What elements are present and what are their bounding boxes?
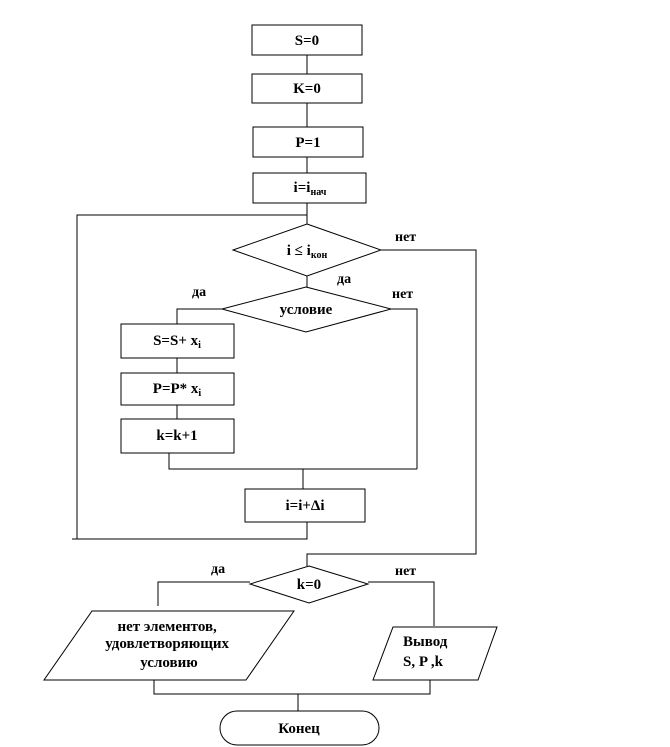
k-condition-label: k=0	[297, 577, 321, 593]
condition-diamond	[220, 286, 393, 333]
p-init-label: P=1	[295, 135, 320, 151]
count-step-label: k=k+1	[156, 428, 197, 444]
no-elements-label: нет элементов, удовлетворяющих условию	[105, 619, 233, 671]
k-init-label: K=0	[293, 81, 321, 97]
cond-yes-line	[176, 308, 222, 324]
i-step-label: i=i+Δi	[285, 498, 324, 514]
end-label: Конец	[278, 721, 320, 737]
prod-step-block	[120, 372, 235, 406]
s-init-label: S=0	[295, 33, 319, 49]
count-step-block	[120, 418, 235, 454]
output-block	[372, 626, 498, 681]
output-line-1: Вывод	[403, 634, 448, 650]
i-step-block	[244, 488, 366, 523]
loop-condition-sub: кон	[311, 250, 328, 261]
no-elements-line-3: условию	[140, 655, 197, 671]
cond-no-label: нет	[392, 287, 413, 302]
cond-no-line	[391, 308, 418, 469]
no-elements-block	[43, 610, 295, 681]
k-yes-label: да	[211, 562, 225, 577]
loop-back-line	[76, 214, 307, 539]
output-label: Вывод S, P ,k	[403, 634, 451, 670]
k-init-block	[251, 73, 363, 104]
i-init-main: i=i	[294, 180, 311, 196]
prod-step-sub: i	[198, 388, 201, 399]
condition-label: условие	[280, 302, 333, 318]
k-no-line	[368, 581, 435, 626]
no-elements-line-2: удовлетворяющих	[105, 636, 229, 652]
i-init-sub: нач	[310, 187, 326, 198]
cond-yes-label: да	[192, 285, 206, 300]
output-line-2: S, P ,k	[403, 654, 444, 670]
i-init-block	[252, 172, 367, 204]
loop-condition-diamond	[231, 223, 383, 277]
loop-condition-label: i ≤ iкон	[287, 243, 328, 261]
p-init-block	[252, 126, 364, 158]
prod-step-label: P=P* xi	[153, 381, 202, 399]
k-yes-line	[157, 581, 250, 606]
loop-yes-label: да	[337, 272, 351, 287]
prod-step-main: P=P* x	[153, 381, 199, 397]
i-init-label: i=iнач	[294, 180, 327, 198]
final-merge-line	[153, 680, 431, 695]
k-condition-diamond	[248, 565, 370, 604]
loop-no-label: нет	[395, 230, 416, 245]
sum-step-block	[120, 323, 235, 359]
merge-line	[168, 453, 417, 470]
sum-step-main: S=S+ x	[153, 333, 199, 349]
end-terminator	[219, 710, 380, 746]
loop-exit-line	[306, 249, 477, 566]
connectors	[72, 55, 477, 711]
loop-condition-main: i ≤ i	[287, 243, 311, 259]
loop-back-bottom-line	[72, 522, 308, 540]
k-no-label: нет	[395, 564, 416, 579]
sum-step-sub: i	[198, 340, 201, 351]
no-elements-line-1: нет элементов,	[117, 619, 217, 635]
sum-step-label: S=S+ xi	[153, 333, 201, 351]
s-init-block	[251, 24, 363, 56]
